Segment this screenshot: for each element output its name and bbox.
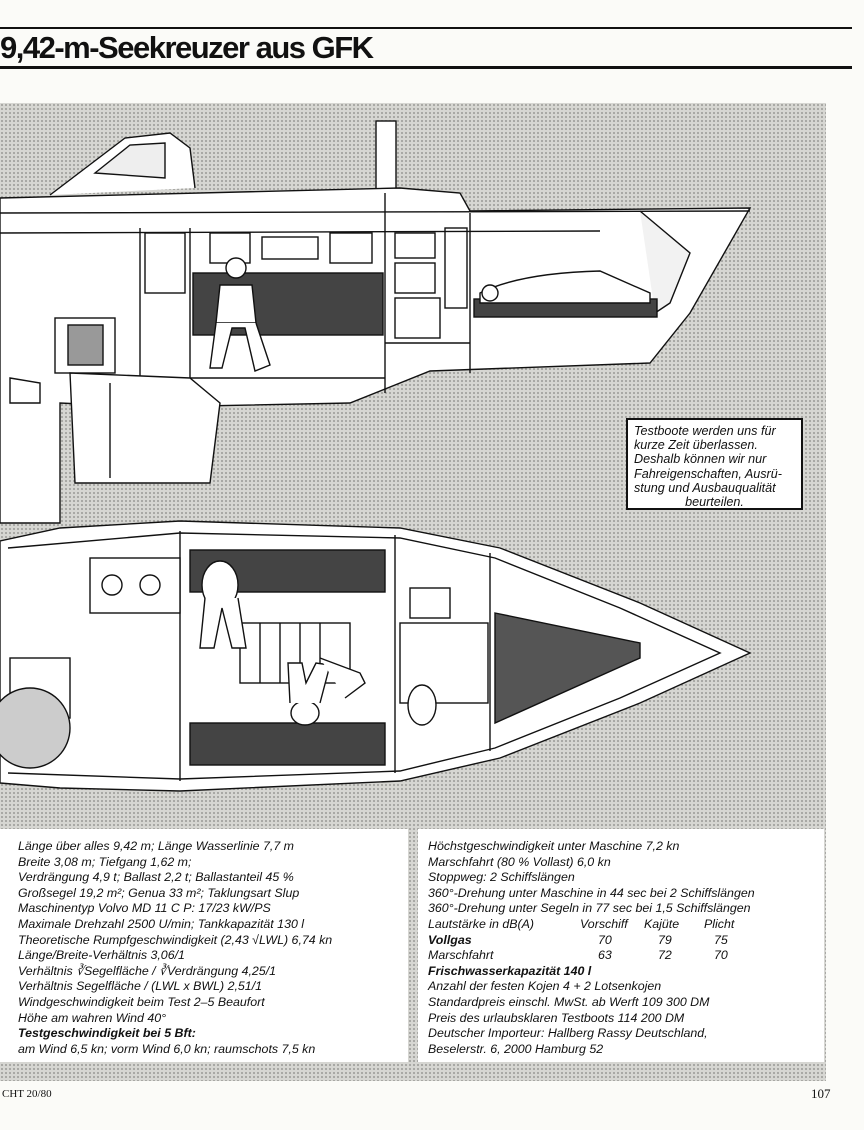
noise-row-label: Marschfahrt: [428, 948, 494, 963]
noise-cell: 70: [714, 948, 728, 963]
boat-illustration: [0, 120, 752, 792]
noise-cell: 72: [658, 948, 672, 963]
spec-line: Höhe am wahren Wind 40°: [18, 1010, 167, 1025]
title-rule: [0, 66, 852, 69]
noise-header-cell: Plicht: [704, 916, 735, 931]
test-boat-note: Testboote werden uns für kurze Zeit über…: [626, 418, 803, 510]
spec-line: Verhältnis Segelfläche / (LWL x BWL) 2,5…: [18, 979, 263, 994]
noise-cell: 63: [598, 948, 612, 963]
note-line: Deshalb können wir nur: [634, 452, 767, 467]
spec-line: Maschinentyp Volvo MD 11 C P: 17/23 kW/P…: [18, 901, 271, 916]
spec-line: Höchstgeschwindigkeit unter Maschine 7,2…: [428, 839, 680, 853]
spec-line: Länge über alles 9,42 m; Länge Wasserlin…: [18, 839, 294, 853]
spec-line: Marschfahrt (80 % Vollast) 6,0 kn: [428, 854, 611, 869]
top-rule: [0, 27, 852, 29]
page-title: 9,42-m-Seekreuzer aus GFK: [0, 30, 374, 65]
spec-line: Breite 3,08 m; Tiefgang 1,62 m;: [18, 854, 192, 869]
noise-cell: 79: [658, 932, 672, 947]
note-line: beurteilen.: [685, 495, 744, 510]
spec-line: Deutscher Importeur: Hallberg Rassy Deut…: [428, 1026, 708, 1041]
note-line: stung und Ausbauqualität: [634, 480, 776, 495]
noise-cell: 75: [714, 932, 728, 947]
spec-line: Beselerstr. 6, 2000 Hamburg 52: [428, 1041, 604, 1056]
noise-header-cell: Kajüte: [644, 916, 680, 931]
note-line: Fahreigenschaften, Ausrü-: [634, 466, 782, 481]
specs-left-panel: Länge über alles 9,42 m; Länge Wasserlin…: [0, 829, 408, 1062]
side-profile-drawing: [0, 120, 752, 524]
spec-line: Standardpreis einschl. MwSt. ab Werft 10…: [428, 994, 710, 1009]
spec-line: Windgeschwindigkeit beim Test 2–5 Beaufo…: [18, 994, 265, 1009]
noise-header-cell: Vorschiff: [580, 916, 628, 931]
spec-line: Maximale Drehzahl 2500 U/min; Tankkapazi…: [18, 916, 305, 931]
noise-row-label: Vollgas: [428, 932, 472, 947]
noise-header-cell: Lautstärke in dB(A): [428, 916, 535, 931]
footer-issue: CHT 20/80: [2, 1088, 52, 1100]
spec-line: Theoretische Rumpfgeschwindigkeit (2,43 …: [18, 932, 333, 947]
test-speed-values: am Wind 6,5 kn; vorm Wind 6,0 kn; raumsc…: [18, 1041, 316, 1056]
note-line: kurze Zeit überlassen.: [634, 438, 758, 453]
spec-line: Stoppweg: 2 Schiffslängen: [428, 870, 575, 885]
spec-line: Verdrängung 4,9 t; Ballast 2,2 t; Ballas…: [18, 870, 294, 885]
plan-view-drawing: [0, 520, 752, 792]
spec-line: Anzahl der festen Kojen 4 + 2 Lotsenkoje…: [428, 979, 662, 994]
spec-line: Großsegel 19,2 m²; Genua 33 m²; Taklungs…: [18, 885, 300, 900]
noise-table: Lautstärke in dB(A) Vorschiff Kajüte Pli…: [428, 917, 814, 964]
spec-line: 360°-Drehung unter Maschine in 44 sec be…: [428, 885, 755, 900]
spec-line: 360°-Drehung unter Segeln in 77 sec bei …: [428, 901, 751, 916]
specs-right-panel: Höchstgeschwindigkeit unter Maschine 7,2…: [418, 829, 824, 1062]
spec-line: Frischwasserkapazität 140 l: [428, 963, 592, 978]
test-speed-heading: Testgeschwindigkeit bei 5 Bft:: [18, 1026, 196, 1041]
note-line: Testboote werden uns für: [634, 424, 776, 438]
page-number: 107: [811, 1086, 831, 1101]
noise-cell: 70: [598, 932, 612, 947]
spec-line: Preis des urlaubsklaren Testboots 114 20…: [428, 1010, 685, 1025]
spec-line: Verhältnis ∛Segelfläche / ∛Verdrängung 4…: [18, 963, 277, 978]
spec-line: Länge/Breite-Verhältnis 3,06/1: [18, 948, 185, 963]
